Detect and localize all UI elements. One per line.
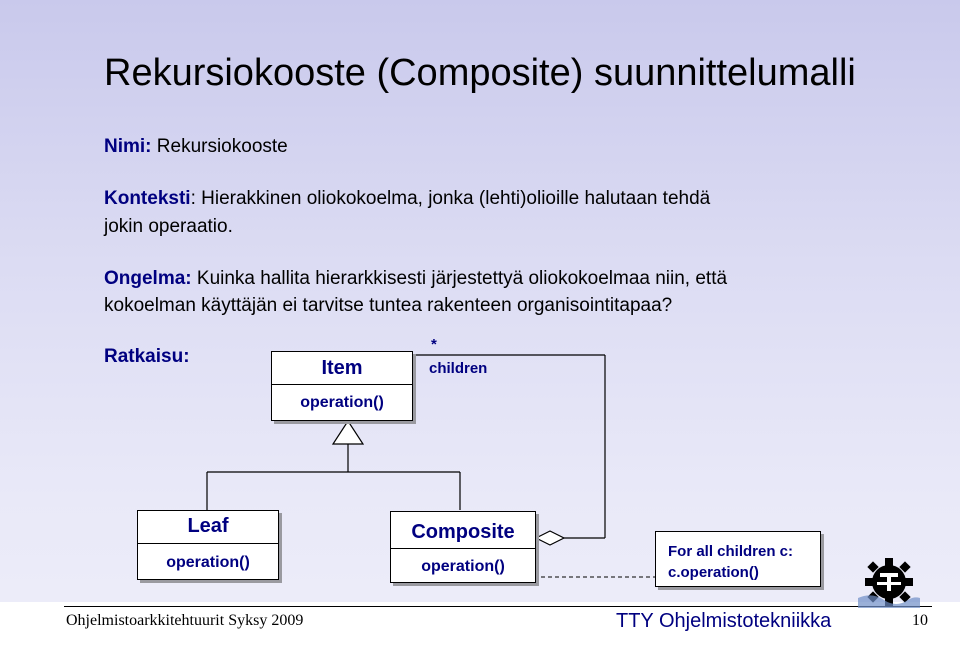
ongelma-text-1: Kuinka hallita hierarkkisesti järjestett… — [191, 268, 728, 289]
leaf-class-divider — [138, 543, 278, 544]
leaf-class-box: Leaf operation() — [137, 510, 279, 580]
item-class-divider — [272, 384, 412, 385]
page-number: 10 — [912, 612, 928, 629]
item-class-name: Item — [321, 357, 363, 379]
ongelma-line-1: Ongelma: Kuinka hallita hierarkkisesti j… — [104, 268, 727, 290]
leaf-class-name: Leaf — [187, 515, 229, 537]
slide-title: Rekursiokooste (Composite) suunnitteluma… — [104, 52, 856, 94]
footer-institution: TTY Ohjelmistotekniikka — [616, 610, 832, 632]
nimi-text: Rekursiokooste — [151, 136, 288, 157]
aggregation-diamond — [534, 530, 566, 546]
association-role: children — [429, 360, 488, 377]
item-operation: operation() — [300, 394, 384, 411]
ongelma-label: Ongelma: — [104, 268, 192, 289]
ratkaisu-label: Ratkaisu: — [104, 346, 190, 367]
leaf-operation: operation() — [166, 554, 250, 571]
footer-course: Ohjelmistoarkkitehtuurit Syksy 2009 — [66, 612, 304, 629]
footer-divider — [64, 606, 932, 607]
composite-class-name: Composite — [411, 521, 515, 543]
composite-class-divider — [391, 548, 535, 549]
item-class-box: Item operation() — [271, 351, 413, 421]
footer — [0, 602, 960, 664]
composite-class-box: Composite operation() — [390, 511, 536, 583]
note-line-2: c.operation() — [668, 564, 759, 581]
nimi-label: Nimi: — [104, 136, 152, 157]
generalization-triangle — [331, 419, 365, 445]
operation-note: For all children c: c.operation() — [655, 531, 821, 587]
konteksti-text-1: : Hierakkinen oliokokoelma, jonka (lehti… — [190, 188, 711, 209]
konteksti-label: Konteksti — [104, 188, 191, 209]
note-line-1: For all children c: — [668, 543, 794, 560]
konteksti-line-1: Konteksti: Hierakkinen oliokokoelma, jon… — [104, 188, 710, 210]
konteksti-line-2: jokin operaatio. — [104, 216, 233, 237]
gear-logo-icon — [858, 558, 920, 608]
association-multiplicity: * — [431, 336, 437, 353]
composite-operation: operation() — [421, 558, 505, 575]
nimi-line: Nimi: Rekursiokooste — [104, 136, 288, 158]
ongelma-line-2: kokoelman käyttäjän ei tarvitse tuntea r… — [104, 295, 673, 316]
